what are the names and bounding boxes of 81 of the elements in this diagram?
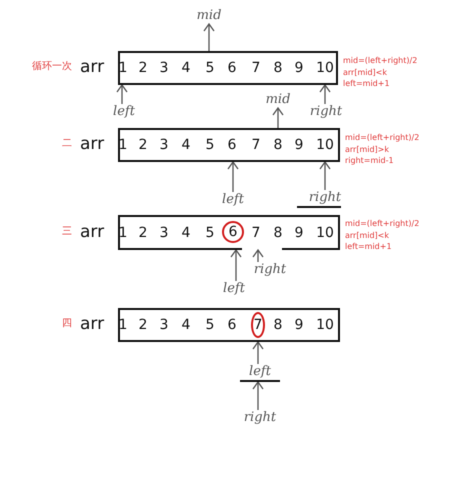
array-number: 2 bbox=[138, 224, 148, 240]
array-number: 9 bbox=[294, 60, 304, 76]
array-number: 10 bbox=[316, 224, 334, 240]
pointer-label: left bbox=[240, 364, 280, 382]
pointer-label: mid bbox=[192, 8, 226, 24]
array-number: 8 bbox=[274, 317, 282, 333]
arrow bbox=[252, 381, 264, 410]
formula-note: arr[mid]>k bbox=[345, 144, 390, 154]
arrow bbox=[230, 249, 242, 281]
array-box bbox=[118, 215, 340, 250]
array-number: 3 bbox=[160, 317, 168, 333]
array-number: 1 bbox=[118, 224, 128, 240]
array-number: 9 bbox=[294, 224, 304, 240]
array-number: 5 bbox=[206, 137, 214, 153]
formula-note: mid=(left+right)/2 bbox=[345, 132, 420, 143]
array-number: 5 bbox=[206, 60, 214, 76]
pointer-label: left bbox=[215, 192, 251, 208]
array-number: 8 bbox=[274, 60, 282, 76]
pointer-label: right bbox=[305, 190, 345, 206]
formula-note: left=mid+1 bbox=[343, 78, 390, 89]
pointer-label: right bbox=[250, 262, 290, 278]
array-number: 1 bbox=[118, 137, 128, 153]
arrow bbox=[116, 84, 128, 104]
arrow bbox=[319, 161, 331, 190]
array-number: 10 bbox=[316, 317, 334, 333]
arrow bbox=[319, 84, 331, 104]
array-number: 8 bbox=[274, 224, 282, 240]
array-name: arr bbox=[80, 134, 104, 154]
arrow bbox=[252, 249, 264, 262]
array-number: 6 bbox=[228, 137, 236, 153]
array-number: 1 bbox=[118, 317, 128, 333]
array-number: 4 bbox=[182, 137, 190, 153]
pointer-label: left bbox=[106, 104, 142, 120]
array-number: 8 bbox=[274, 137, 282, 153]
row-label: 四 bbox=[62, 317, 72, 331]
arrow bbox=[272, 107, 284, 128]
array-number: 9 bbox=[294, 137, 304, 153]
array-name: arr bbox=[80, 57, 104, 77]
array-number: 3 bbox=[160, 60, 168, 76]
array-box bbox=[118, 128, 340, 162]
row-label: 二 bbox=[62, 137, 72, 151]
circled-number: 6 bbox=[222, 221, 244, 243]
arrow bbox=[252, 341, 264, 364]
arrow bbox=[227, 161, 239, 192]
array-number: 5 bbox=[206, 224, 214, 240]
formula-note: mid=(left+right)/2 bbox=[345, 218, 420, 229]
array-number: 6 bbox=[228, 317, 236, 333]
formula-note: right=mid-1 bbox=[345, 155, 394, 166]
row-label: 循环一次 bbox=[32, 60, 72, 74]
array-number: 4 bbox=[182, 60, 190, 76]
array-number: 10 bbox=[316, 137, 334, 153]
array-number: 7 bbox=[252, 60, 260, 76]
arrow bbox=[203, 23, 215, 51]
array-number: 2 bbox=[138, 137, 148, 153]
array-number: 9 bbox=[294, 317, 304, 333]
array-name: arr bbox=[80, 314, 104, 334]
array-box bbox=[118, 308, 340, 342]
formula-note: left=mid+1 bbox=[345, 241, 392, 252]
formula-note: arr[mid]<k bbox=[343, 66, 388, 78]
array-number: 4 bbox=[182, 317, 190, 333]
row-label: 三 bbox=[62, 224, 72, 238]
array-number: 2 bbox=[138, 317, 148, 333]
circled-number: 7 bbox=[251, 312, 265, 338]
array-number: 4 bbox=[182, 224, 190, 240]
array-name: arr bbox=[80, 222, 104, 242]
array-number: 10 bbox=[316, 60, 334, 76]
formula-note: arr[mid]<k bbox=[345, 230, 390, 240]
pointer-label: right bbox=[306, 104, 346, 120]
array-number: 6 bbox=[228, 60, 236, 76]
array-number: 7 bbox=[252, 224, 260, 240]
pointer-label: left bbox=[216, 281, 252, 297]
array-number: 1 bbox=[118, 60, 128, 76]
array-number: 5 bbox=[206, 317, 214, 333]
array-number: 7 bbox=[252, 137, 260, 153]
pointer-label: right bbox=[240, 410, 280, 426]
array-number: 2 bbox=[138, 60, 148, 76]
array-number: 3 bbox=[160, 224, 168, 240]
array-number: 3 bbox=[160, 137, 168, 153]
formula-note: mid=(left+right)/2 bbox=[343, 55, 418, 66]
array-box bbox=[118, 51, 338, 85]
pointer-label: mid bbox=[261, 92, 295, 108]
